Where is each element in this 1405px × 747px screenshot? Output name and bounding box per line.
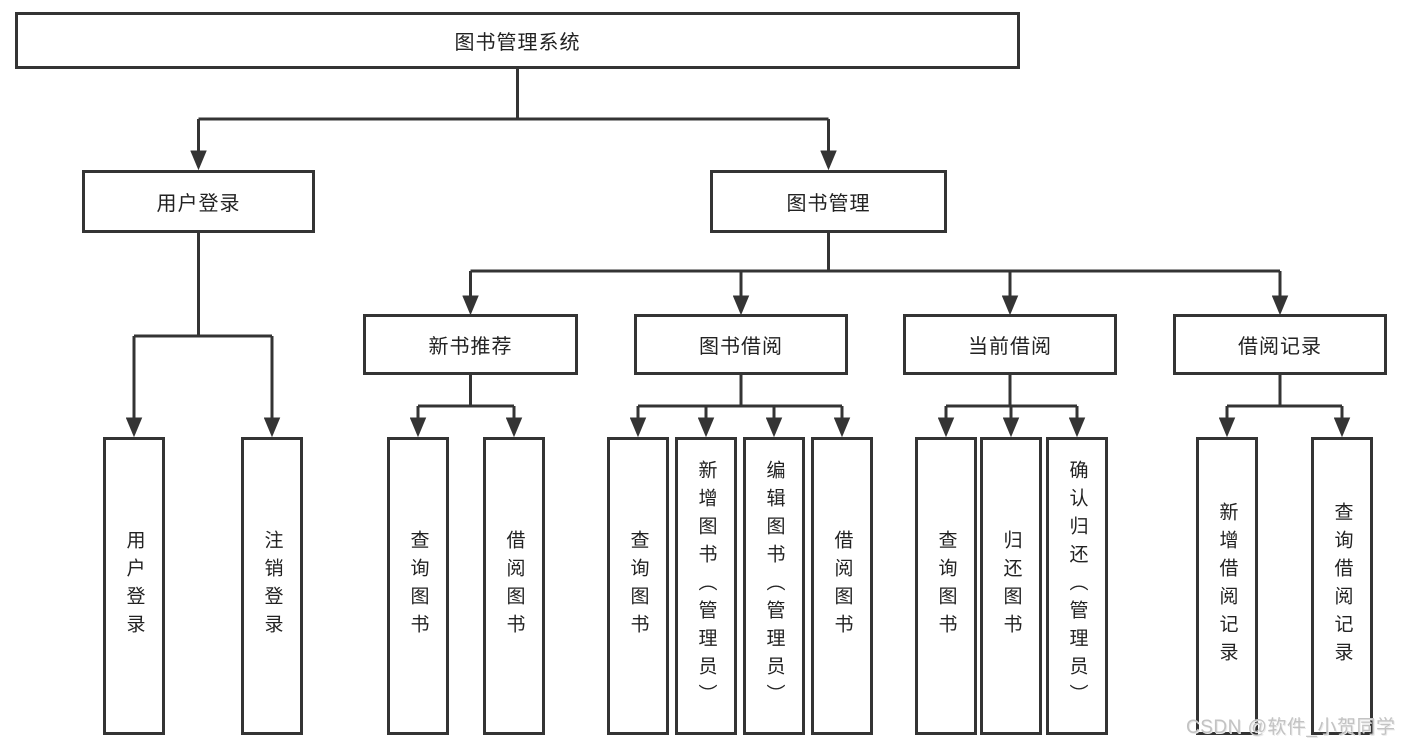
node-leaf-query-books-borrowing: 查询图书 bbox=[607, 437, 669, 735]
node-leaf-borrow-books-recommend: 借阅图书 bbox=[483, 437, 545, 735]
node-leaf-return-books: 归还图书 bbox=[980, 437, 1042, 735]
node-borrowing-records: 借阅记录 bbox=[1173, 314, 1387, 375]
node-leaf-confirm-return-admin: 确认归还（管理员） bbox=[1046, 437, 1108, 735]
node-leaf-add-borrow-record: 新增借阅记录 bbox=[1196, 437, 1258, 735]
node-leaf-borrow-books: 借阅图书 bbox=[811, 437, 873, 735]
node-leaf-logout: 注销登录 bbox=[241, 437, 303, 735]
node-user-login: 用户登录 bbox=[82, 170, 315, 233]
node-current-borrowing: 当前借阅 bbox=[903, 314, 1117, 375]
node-new-book-recommend: 新书推荐 bbox=[363, 314, 578, 375]
node-leaf-query-books-recommend: 查询图书 bbox=[387, 437, 449, 735]
node-book-borrowing: 图书借阅 bbox=[634, 314, 848, 375]
node-root-library-system: 图书管理系统 bbox=[15, 12, 1020, 69]
node-leaf-edit-books-admin: 编辑图书（管理员） bbox=[743, 437, 805, 735]
node-leaf-user-login: 用户登录 bbox=[103, 437, 165, 735]
node-book-management: 图书管理 bbox=[710, 170, 947, 233]
node-leaf-query-borrow-record: 查询借阅记录 bbox=[1311, 437, 1373, 735]
watermark: CSDN @软件_小贺同学 bbox=[1186, 717, 1396, 738]
node-leaf-query-books-current: 查询图书 bbox=[915, 437, 977, 735]
node-leaf-add-books-admin: 新增图书（管理员） bbox=[675, 437, 737, 735]
